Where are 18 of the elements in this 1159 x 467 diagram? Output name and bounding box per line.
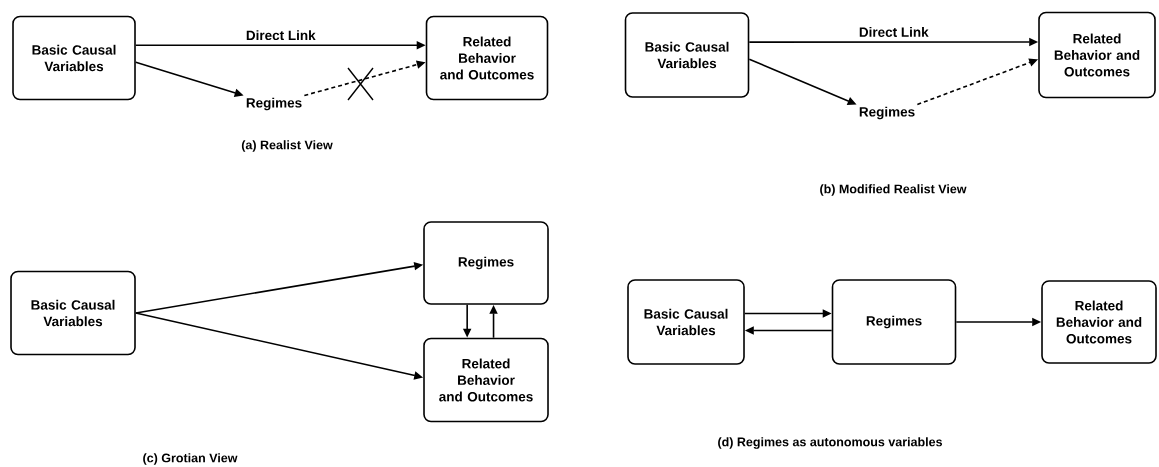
edge-label: Direct Link: [246, 30, 316, 41]
node-text: Regimes: [859, 106, 915, 120]
rounded-box: Related Behavior and Outcomes: [425, 15, 549, 101]
caption: (a) Realist View: [241, 140, 333, 152]
rounded-box: Basic Causal Variables: [12, 15, 136, 101]
caption: (d) Regimes as autonomous variables: [718, 437, 942, 449]
caption: (c) Grotian View: [143, 453, 238, 465]
rounded-box: Basic Causal Variables: [627, 279, 745, 365]
rounded-box: Regimes: [423, 221, 549, 305]
rounded-box: Related Behavior and Outcomes: [1038, 11, 1156, 99]
rounded-box: Related Behavior and Outcomes: [423, 337, 549, 423]
rounded-box: Basic Causal Variables: [10, 270, 136, 356]
rounded-box: Regimes: [831, 279, 957, 365]
rounded-box: Related Behavior and Outcomes: [1041, 280, 1157, 364]
caption: (b) Modified Realist View: [820, 184, 967, 196]
edge-label: Direct Link: [859, 26, 929, 37]
rounded-box: Basic Causal Variables: [624, 12, 750, 98]
node-text: Regimes: [246, 97, 302, 111]
